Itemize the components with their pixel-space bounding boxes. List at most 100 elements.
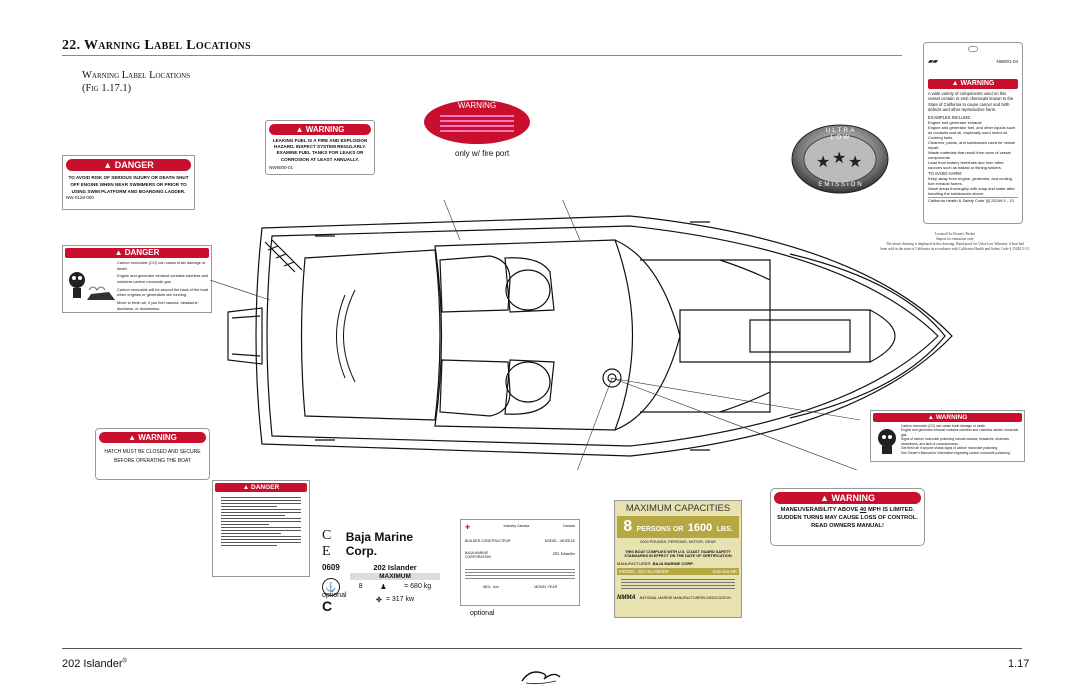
fuel-warning-heading: ▲ WARNING [269,124,371,135]
capacity-mfr: BAJA MARINE CORP. [652,561,694,566]
cert-col2: Canada [562,524,575,528]
prop65-example-5: Waste materials that result from wear of… [928,149,1011,160]
co-right-line-5: See Owner's Manual for information regar… [901,450,1011,455]
carb-note: Located On Owner's Packet Import for emi… [880,232,1030,251]
co-right-line-2: Engine and generator exhaust contains od… [901,428,1019,437]
person-icon: ♟ [380,584,387,591]
ce-c-icon: ⚓ [322,578,340,596]
prop65-intro: A wide variety of components used on thi… [928,91,1014,113]
maneuver-speed: 40 [859,507,867,513]
footer-divider [62,648,1022,649]
capacity-mfr-label: MANUFACTURER: [617,561,652,566]
ce-category-letter: C [322,598,333,614]
star-icon: ★ [848,154,862,171]
page-number: 1.17 [1008,658,1030,670]
capacity-comply: THIS BOAT COMPLIES WITH U.S. COAST GUARD… [624,550,732,558]
prop65-avoid-1: Keep away from engine, generator, and co… [928,175,1012,186]
warning-triangle-icon: ▲ [951,80,959,87]
co-line-4: Move to fresh air, if you feel nausea, h… [117,299,199,311]
danger-small-heading: ▲ DANGER [215,483,307,492]
tag-code: NW001-04 [996,59,1018,64]
boat-top-view-drawing [210,200,953,470]
ce-optional-note: optional [322,592,347,599]
tag-hole-icon [968,46,978,52]
ultra-low-text: ULTRA LOW [825,127,857,141]
danger-engine-code: NW-0128-000 [66,195,94,201]
canada-flag-icon: ✚ [465,525,471,531]
prop65-example-2: Engine and generator fuel, and other liq… [928,124,1016,135]
warning-triangle-icon: ▲ [295,125,304,134]
fuel-warning-text: LEAKING FUEL IS A FIRE AND EXPLOSION HAZ… [272,138,368,162]
prop65-example-4: Cleaners, paints, and substances used fo… [928,139,1016,150]
cert-row2b: 202 Islander [552,551,575,556]
prop65-avoid-2: Wash areas thoroughly with soap and wate… [928,185,1015,196]
cert-col1: Industry Canada [503,524,530,528]
capacity-lbs: LBS. [716,526,733,533]
co-line-1: Carbon monoxide (CO) can cause brain dam… [117,260,206,271]
ce-power: = 317 kw [385,596,415,603]
capacity-fine-lines [617,579,739,589]
prop65-example-6: Lead from battery terminals and from oth… [928,159,1004,170]
footer-model: 202 Islander® [62,658,127,670]
capacity-persons-num: 8 [623,518,633,535]
co-right-line-3: Signs of carbon monoxide poisoning inclu… [901,437,1010,446]
maneuver-line-3: READ OWNERS MANUAL! [811,522,884,529]
hatch-warning-label: ▲ WARNING HATCH MUST BE CLOSED AND SECUR… [95,428,210,480]
danger-small-text-lines [215,492,307,551]
maneuverability-warning-label: ▲ WARNING MANEUVERABILITY ABOVE 40 MPH I… [770,488,925,546]
capacity-serial: Sozuma-OK [712,569,737,574]
maneuver-line-2: SUDDEN TURNS MAY CAUSE LOSS OF CONTROL. [777,514,918,521]
capacity-model: 202 ISLANDER [637,569,669,574]
star-icon: ★ [832,150,846,167]
danger-engine-heading: ▲ DANGER [66,159,191,171]
prop65-example-3: Cooking fuels. [928,134,954,140]
ce-brand: Baja Marine Corp. [345,530,414,558]
warning-triangle-icon: ▲ [103,160,113,170]
co-right-line-4: Get fresh air if anyone shows signs of c… [901,446,999,451]
danger-engine-text: TO AVOID RISK OF SERIOUS INJURY OR DEATH… [68,175,189,195]
cert-row1: BUILDER CONSTRUCTEUR [465,539,511,543]
certification-plate: ✚ Industry Canada Canada BUILDER CONSTRU… [460,519,580,606]
ultra-low-emission-badge: ★ ★ ★ [791,124,889,194]
capacity-assoc: NATIONAL MARINE MANUFACTURERS ASSOCIATIO… [639,596,731,600]
port-warning-lines [440,112,514,135]
co-right-heading: ▲ WARNING [873,413,1022,422]
carb-note-line-2: Import for emissions only [936,236,974,241]
maneuver-line-1: MANEUVERABILITY ABOVE 40 MPH IS LIMITED. [780,507,915,513]
danger-co-label: ▲ DANGER Carbon monoxide (CO) can cause … [62,245,212,313]
cert-bottomb: MODEL YEAR [534,585,558,589]
ce-model: 202 Islander [373,563,417,572]
ce-plate: C E Baja Marine Corp. 0609 ⚓ C 202 Islan… [322,528,440,614]
figure-reference: (Fig 1.17.1) [82,83,132,94]
co-hazard-pictogram-icon [65,260,117,308]
co-line-2: Engine and generator exhaust contains od… [117,273,209,284]
fuel-warning-label: ▲ WARNING LEAKING FUEL IS A FIRE AND EXP… [265,120,375,175]
ce-weight: = 680 kg [404,583,432,590]
cert-row2: BAJA MARINE CORPORATION [465,551,491,559]
carb-note-line-4: been sold in the state of California in … [880,246,1030,251]
prop65-footer: California Health & Safety Code §§ 25249… [928,196,1018,203]
prop65-avoid-heading: TO AVOID HARM: [928,170,963,176]
hatch-warning-heading: ▲ WARNING [99,432,206,443]
danger-co-heading: ▲ DANGER [65,248,209,258]
warning-triangle-icon: ▲ [128,433,136,442]
title-divider [62,55,902,56]
section-subtitle: Warning Label Locations [82,70,191,81]
hatch-warning-text: HATCH MUST BE CLOSED AND SECURE BEFORE O… [104,449,201,464]
star-icon: ★ [816,154,830,171]
co-right-line-1: Carbon monoxide (CO) can cause brain dam… [901,424,987,428]
warning-triangle-icon: ▲ [927,414,935,421]
propeller-icon: ✤ [375,597,382,604]
ce-persons: 8 [358,583,363,590]
cert-body-lines [465,569,575,579]
prop65-warning-tag: ▰▰ NW001-04 ▲ WARNING A wide variety of … [923,42,1023,224]
port-warning-label [424,100,530,144]
danger-engine-label: ▲ DANGER TO AVOID RISK OF SERIOUS INJURY… [62,155,195,210]
fuel-warning-code: NW8000-01 [269,164,294,170]
baja-logo-icon [521,671,561,685]
fire-port-note: only w/ fire port [455,149,510,158]
carb-note-line-3: The above drawing is displayed in this d… [886,241,1024,246]
capacity-pounds: 1600 [687,522,713,534]
prop65-examples-heading: EXAMPLES INCLUDE: [928,114,972,120]
prop65-heading: ▲ WARNING [928,79,1018,89]
